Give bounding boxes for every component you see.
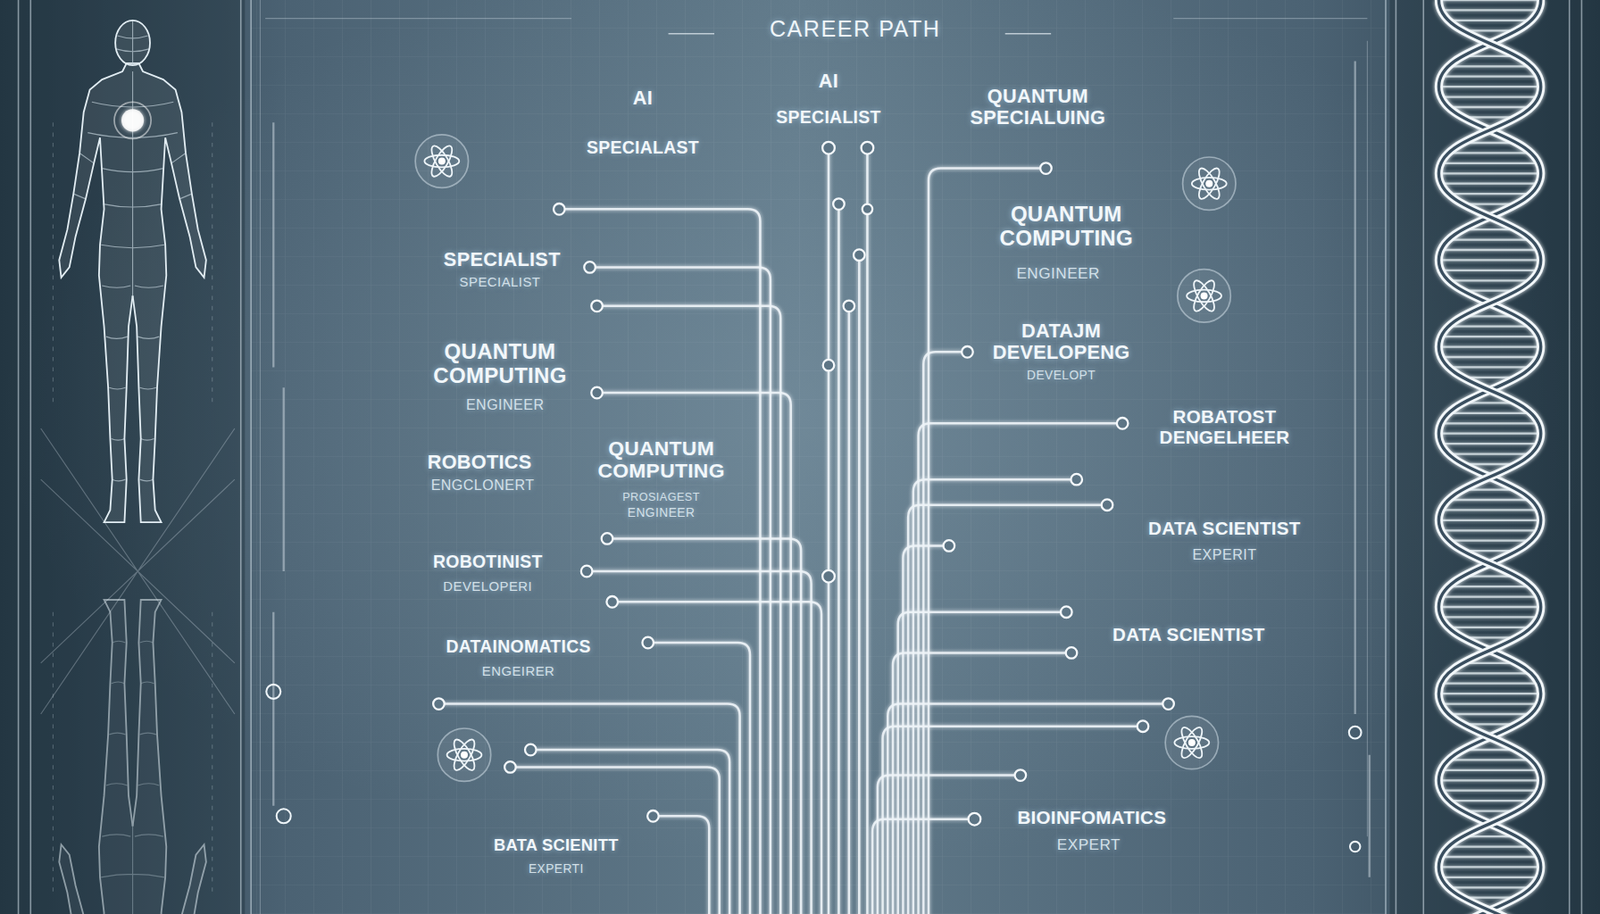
- career-sublabel: DEVELOPERI: [442, 579, 533, 595]
- career-sublabel: EXPERTI: [528, 862, 584, 876]
- career-label: SPECIALAST: [586, 138, 700, 159]
- career-sublabel: PROSIAGEST: [622, 491, 700, 504]
- career-label: BATA SCIENITT: [493, 836, 619, 855]
- career-label: QUANTUM SPECIALUING: [969, 85, 1106, 130]
- career-label: DATAINOMATICS: [445, 637, 591, 658]
- career-sublabel: ENGINEER: [466, 397, 545, 414]
- career-label: ROBATOST DENGELHEER: [1159, 406, 1291, 448]
- career-label: ROBOTICS: [427, 451, 533, 474]
- career-label: SPECIALIST: [443, 249, 561, 271]
- career-label: AI: [633, 87, 653, 109]
- career-sublabel: ENGEIRER: [482, 664, 556, 680]
- career-sublabel: ENGCLONERT: [431, 477, 535, 494]
- career-label: ROBOTINIST: [433, 552, 543, 573]
- career-sublabel: DEVELOPT: [1026, 368, 1096, 383]
- career-label: AI: [818, 70, 839, 92]
- career-label: DATA SCIENTIST: [1112, 624, 1266, 645]
- career-label: DATA SCIENTIST: [1148, 517, 1301, 539]
- career-sublabel: EXPERIT: [1191, 547, 1257, 564]
- career-label: BIOINFOMATICS: [1016, 807, 1167, 828]
- career-label: QUANTUM COMPUTING: [433, 340, 567, 389]
- career-sublabel: ENGINEER: [627, 506, 696, 520]
- diagram-title: CAREER PATH: [769, 16, 941, 42]
- career-label: QUANTUM COMPUTING: [1000, 202, 1134, 251]
- career-sublabel: SPECIALIST: [459, 275, 542, 291]
- career-label: DATAJM DEVELOPENG: [992, 320, 1131, 365]
- career-label: QUANTUM COMPUTING: [597, 437, 725, 484]
- career-sublabel: EXPERT: [1057, 836, 1121, 854]
- career-label: SPECIALIST: [775, 108, 881, 128]
- career-sublabel: ENGINEER: [1016, 265, 1100, 283]
